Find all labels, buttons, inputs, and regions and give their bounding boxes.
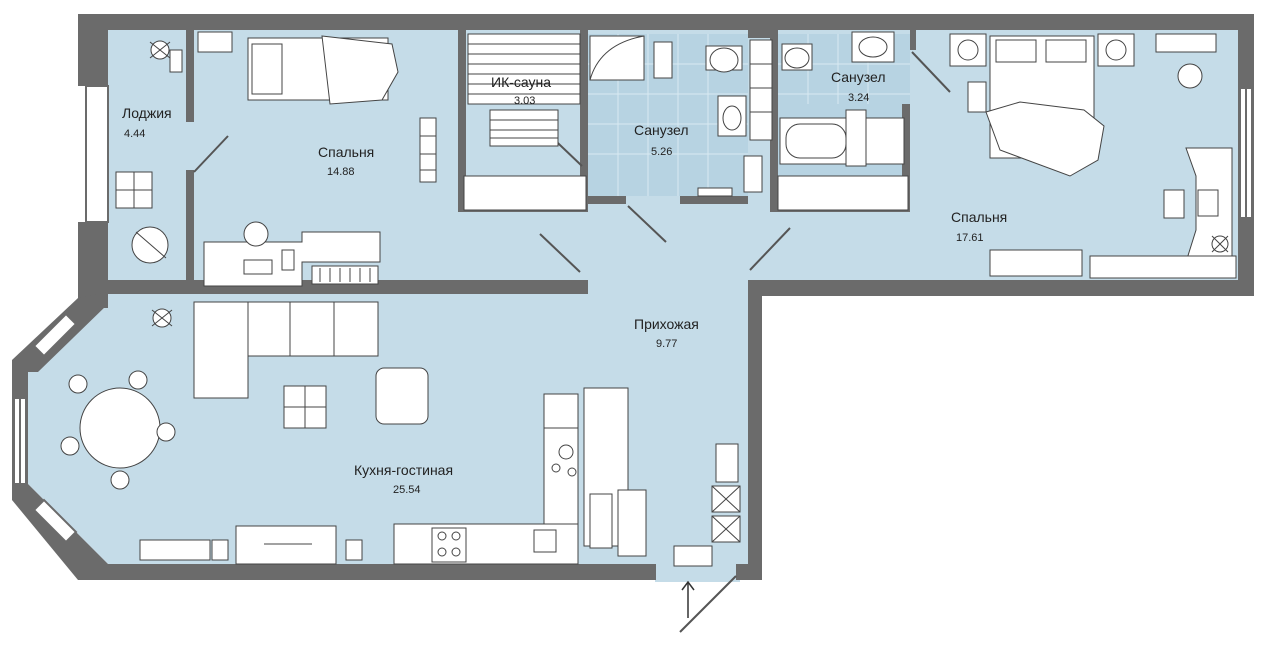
wardrobe-hangers — [463, 175, 587, 211]
stove-icon — [431, 527, 467, 563]
room-name-loggia: Лоджия — [122, 105, 172, 121]
dining-table-icon — [79, 387, 161, 469]
sauna-bench-upper — [467, 33, 581, 105]
tv-unit — [235, 525, 337, 565]
ladder — [419, 117, 437, 183]
desk-chair-icon-2 — [1163, 189, 1185, 219]
radiator — [617, 489, 647, 557]
shelves — [749, 39, 773, 141]
doormat — [673, 545, 713, 567]
furniture — [60, 31, 1237, 567]
loggia-shelf — [169, 49, 183, 73]
slippers — [967, 81, 987, 113]
room-area-loggia: 4.44 — [124, 128, 145, 140]
room-name-bedroom-2: Спальня — [951, 209, 1007, 225]
room-name-bedroom-1: Спальня — [318, 144, 374, 160]
sauna-bench-lower — [489, 109, 559, 147]
room-area-bedroom-1: 14.88 — [327, 166, 355, 178]
plant-icon — [149, 40, 171, 60]
plant-icon-3 — [1211, 235, 1229, 253]
watermark: циан — [953, 517, 1111, 575]
stool-icon — [1177, 63, 1203, 89]
kitchen-sink-icon — [533, 529, 557, 553]
loggia-chair-icon — [131, 226, 169, 264]
bookshelf — [311, 265, 379, 285]
bookshelf-2 — [1089, 255, 1237, 279]
tv-stand — [139, 539, 211, 561]
room-area-bathroom-2: 3.24 — [848, 92, 869, 104]
room-area-sauna: 3.03 — [514, 95, 535, 107]
desk-chair-icon — [243, 221, 269, 247]
wardrobe — [197, 31, 233, 53]
fridge-icon — [543, 393, 579, 429]
bath-cabinet — [845, 109, 867, 167]
washer — [743, 155, 763, 193]
vanity-table — [1155, 33, 1217, 53]
cabinet — [653, 41, 673, 79]
shoe-rack — [715, 443, 739, 483]
armchair-icon — [375, 367, 429, 425]
cian-logo-icon — [953, 517, 985, 561]
room-name-sauna: ИК-сауна — [491, 74, 551, 90]
room-area-bedroom-2: 17.61 — [956, 232, 984, 244]
room-area-bathroom-1: 5.26 — [651, 146, 672, 158]
room-name-bathroom-1: Санузел — [634, 122, 689, 138]
watermark-text: циан — [992, 521, 1111, 575]
towel-rail — [697, 187, 733, 197]
windows — [13, 87, 1253, 544]
plant-icon-2 — [151, 308, 173, 328]
room-area-hall: 9.77 — [656, 338, 677, 350]
dresser — [989, 249, 1083, 277]
oven-column — [589, 493, 613, 549]
room-name-bathroom-2: Санузел — [831, 69, 886, 85]
room-name-hall: Прихожая — [634, 316, 699, 332]
room-labels: Лоджия 4.44 Спальня 14.88 ИК-сауна 3.03 … — [122, 69, 1007, 496]
room-area-kitchen-living: 25.54 — [393, 484, 421, 496]
wardrobe-hangers-2 — [777, 175, 909, 211]
entrance-arrow-icon — [681, 580, 695, 618]
room-name-kitchen-living: Кухня-гостиная — [354, 462, 453, 478]
